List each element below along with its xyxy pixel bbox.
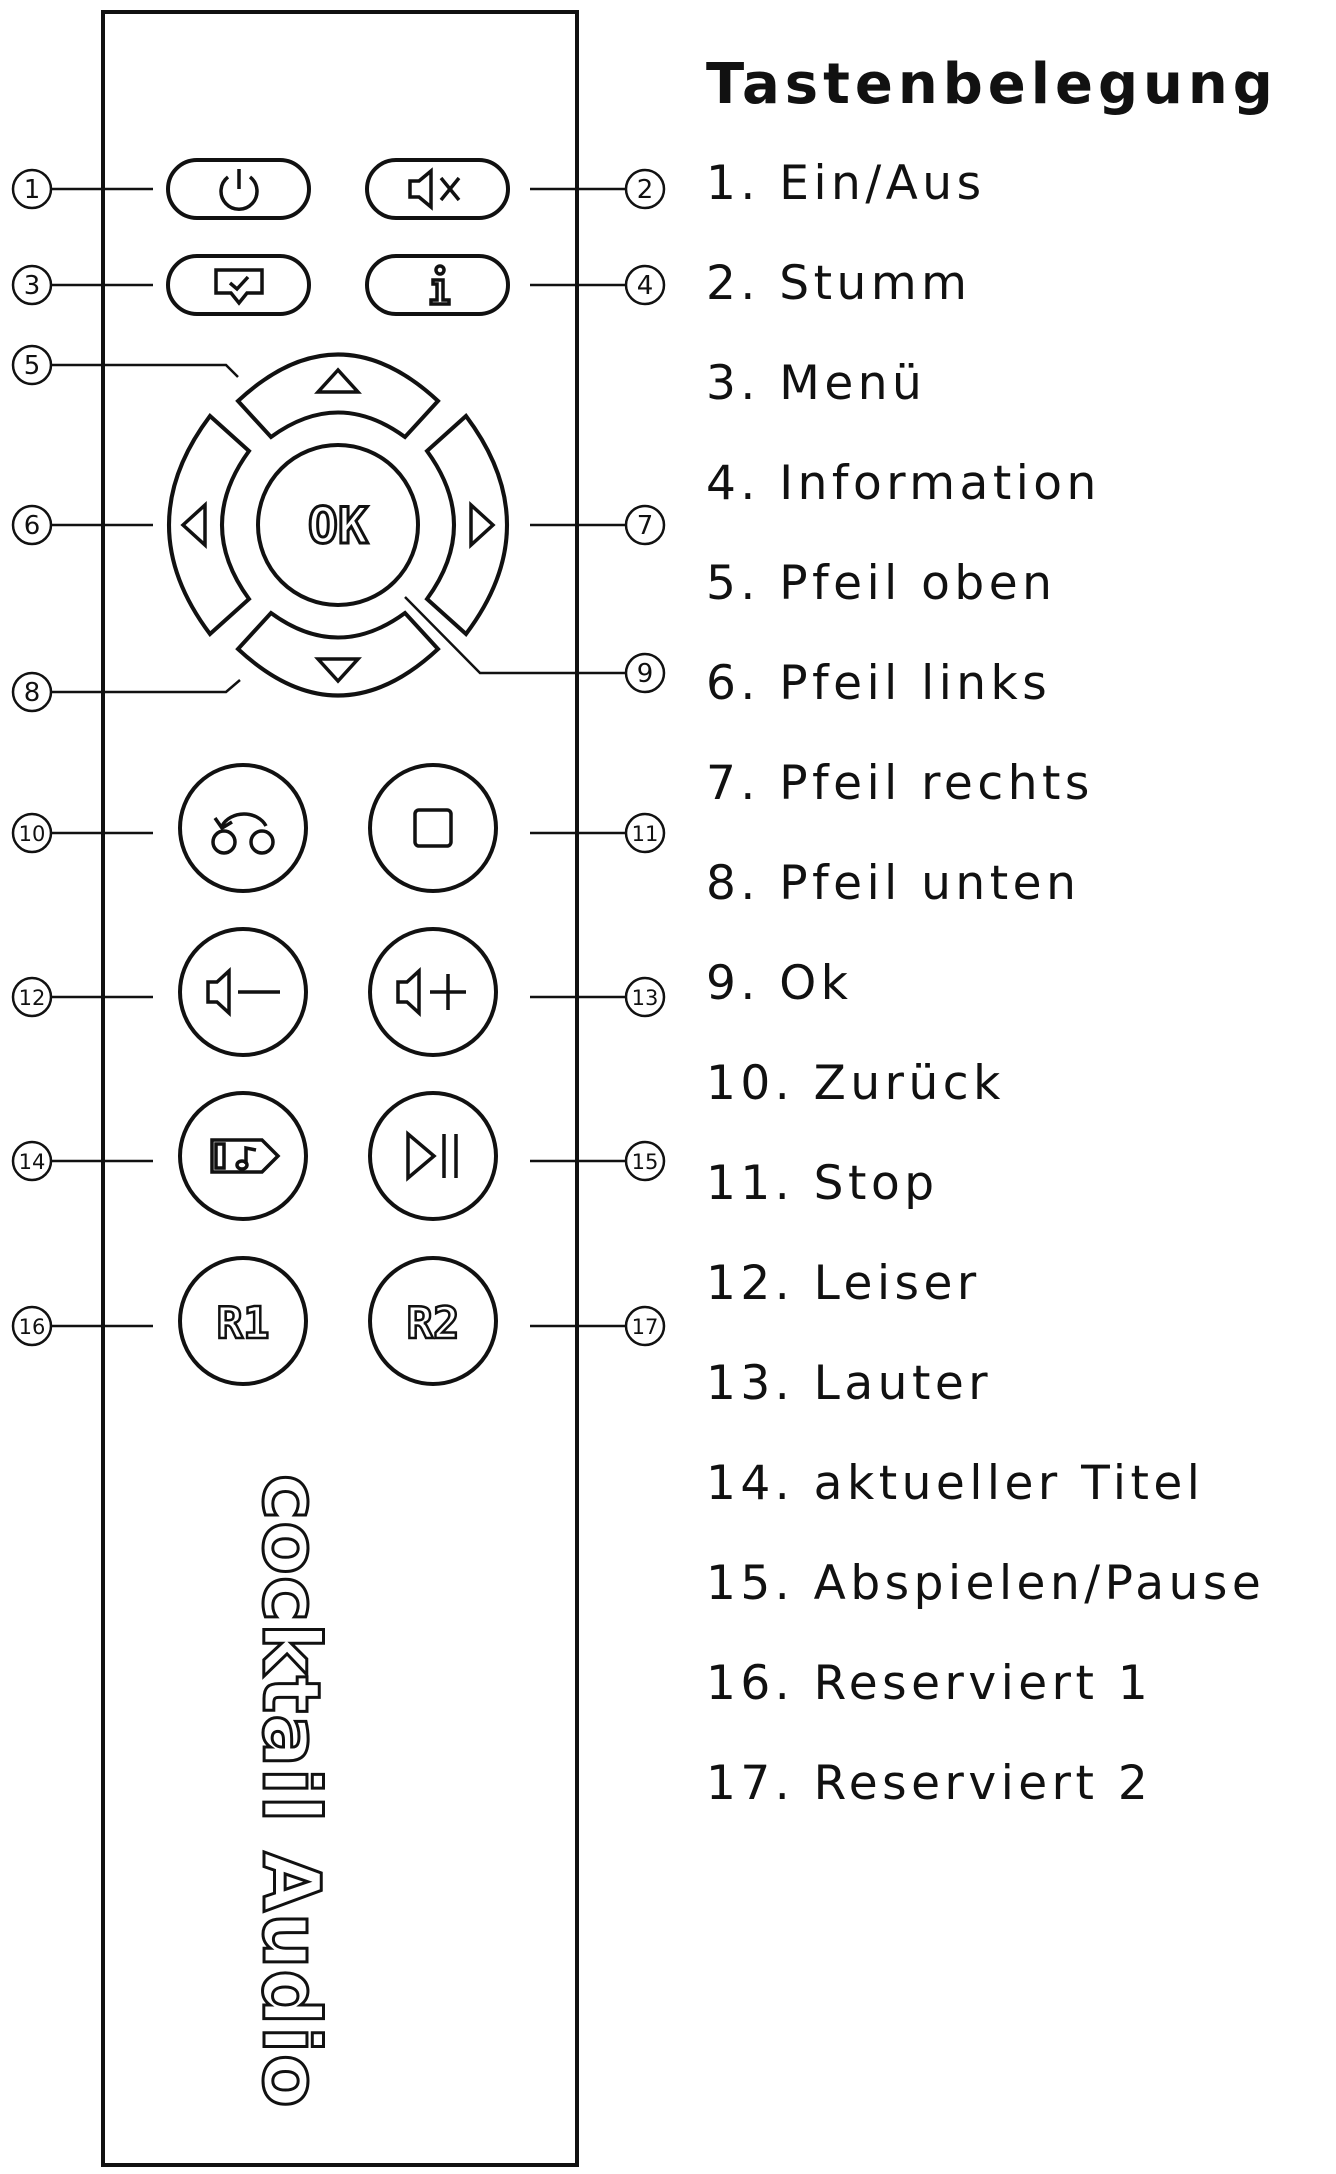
- volume-up-icon: [396, 967, 466, 1017]
- callout-16: 16: [11, 1305, 53, 1347]
- svg-text:17: 17: [632, 1315, 659, 1339]
- svg-text:4: 4: [637, 271, 654, 301]
- legend-item-4: 4. Information: [706, 456, 1101, 511]
- arrow-up-button[interactable]: [235, 352, 441, 440]
- arrow-down-button[interactable]: [235, 610, 441, 698]
- legend-item-9: 9. Ok: [706, 956, 853, 1011]
- svg-text:13: 13: [632, 986, 659, 1010]
- legend-item-16: 16. Reserviert 1: [706, 1656, 1153, 1711]
- remote-control-diagram: 1 2 3 4 5 6 7 8 9 10 11 12 13 14 15 16 1…: [11, 10, 666, 2167]
- svg-text:12: 12: [19, 986, 46, 1010]
- ok-button[interactable]: [256, 443, 420, 607]
- legend-item-7: 7. Pfeil rechts: [706, 756, 1094, 811]
- svg-text:6: 6: [24, 511, 41, 541]
- power-button[interactable]: [166, 158, 311, 220]
- legend-item-14: 14. aktueller Titel: [706, 1456, 1205, 1511]
- info-button[interactable]: [365, 254, 510, 316]
- mute-button[interactable]: [365, 158, 510, 220]
- volume-down-button[interactable]: [178, 927, 308, 1057]
- callout-2: 2: [624, 168, 666, 210]
- legend-item-8: 8. Pfeil unten: [706, 856, 1081, 911]
- legend-item-3: 3. Menü: [706, 356, 927, 411]
- callout-6: 6: [11, 504, 53, 546]
- legend-item-10: 10. Zurück: [706, 1056, 1005, 1111]
- arrow-up-icon: [314, 367, 362, 394]
- svg-text:11: 11: [632, 822, 659, 846]
- dpad: [167, 352, 509, 698]
- legend-item-12: 12. Leiser: [706, 1256, 981, 1311]
- svg-text:7: 7: [637, 511, 654, 541]
- current-track-button[interactable]: [178, 1091, 308, 1221]
- callout-17: 17: [624, 1305, 666, 1347]
- info-icon: [429, 264, 451, 306]
- callout-lines: [50, 187, 625, 1328]
- mute-icon: [408, 167, 461, 211]
- svg-text:14: 14: [19, 1150, 46, 1174]
- r1-button[interactable]: R1: [178, 1256, 308, 1386]
- svg-text:5: 5: [24, 351, 41, 381]
- svg-text:1: 1: [24, 175, 41, 205]
- current-track-icon: [210, 1138, 281, 1174]
- callout-10: 10: [11, 812, 53, 854]
- legend-item-2: 2. Stumm: [706, 256, 972, 311]
- ok-label: OK: [308, 497, 368, 555]
- r2-label: R2: [407, 1298, 460, 1349]
- legend-item-15: 15. Abspielen/Pause: [706, 1556, 1266, 1611]
- svg-text:15: 15: [632, 1150, 659, 1174]
- arrow-right-icon: [469, 501, 496, 549]
- power-icon: [219, 169, 259, 211]
- menu-icon: [214, 268, 264, 306]
- brand-logo: cocktail Audio: [245, 1474, 335, 2109]
- callout-14: 14: [11, 1140, 53, 1182]
- svg-text:2: 2: [637, 175, 654, 205]
- callout-8: 8: [11, 671, 53, 713]
- remote-body: [101, 10, 579, 2167]
- r2-button[interactable]: R2: [368, 1256, 498, 1386]
- play-pause-button[interactable]: [368, 1091, 498, 1221]
- back-button[interactable]: [178, 763, 308, 893]
- r1-label: R1: [217, 1298, 270, 1349]
- callout-9: 9: [624, 652, 666, 694]
- callout-11: 11: [624, 812, 666, 854]
- svg-text:9: 9: [637, 659, 654, 689]
- arrow-down-icon: [314, 657, 362, 684]
- legend-title: Tastenbelegung: [706, 52, 1278, 117]
- menu-button[interactable]: [166, 254, 311, 316]
- callout-1: 1: [11, 168, 53, 210]
- volume-up-button[interactable]: [368, 927, 498, 1057]
- callout-4: 4: [624, 264, 666, 306]
- legend-item-5: 5. Pfeil oben: [706, 556, 1057, 611]
- callout-5: 5: [11, 344, 53, 386]
- play-pause-icon: [406, 1130, 458, 1182]
- svg-text:10: 10: [19, 822, 46, 846]
- legend-item-11: 11. Stop: [706, 1156, 939, 1211]
- svg-text:8: 8: [24, 678, 41, 708]
- arrow-right-button[interactable]: [424, 413, 509, 637]
- legend-item-13: 13. Lauter: [706, 1356, 993, 1411]
- svg-text:16: 16: [19, 1315, 46, 1339]
- callout-12: 12: [11, 976, 53, 1018]
- volume-down-icon: [206, 967, 280, 1017]
- legend-item-17: 17. Reserviert 2: [706, 1756, 1153, 1811]
- svg-text:3: 3: [24, 271, 41, 301]
- callout-3: 3: [11, 264, 53, 306]
- callout-13: 13: [624, 976, 666, 1018]
- legend-item-1: 1. Ein/Aus: [706, 156, 986, 211]
- arrow-left-icon: [180, 501, 207, 549]
- callout-7: 7: [624, 504, 666, 546]
- back-icon: [211, 812, 275, 855]
- arrow-left-button[interactable]: [167, 413, 252, 637]
- callout-15: 15: [624, 1140, 666, 1182]
- stop-icon: [413, 808, 453, 848]
- legend-item-6: 6. Pfeil links: [706, 656, 1052, 711]
- stop-button[interactable]: [368, 763, 498, 893]
